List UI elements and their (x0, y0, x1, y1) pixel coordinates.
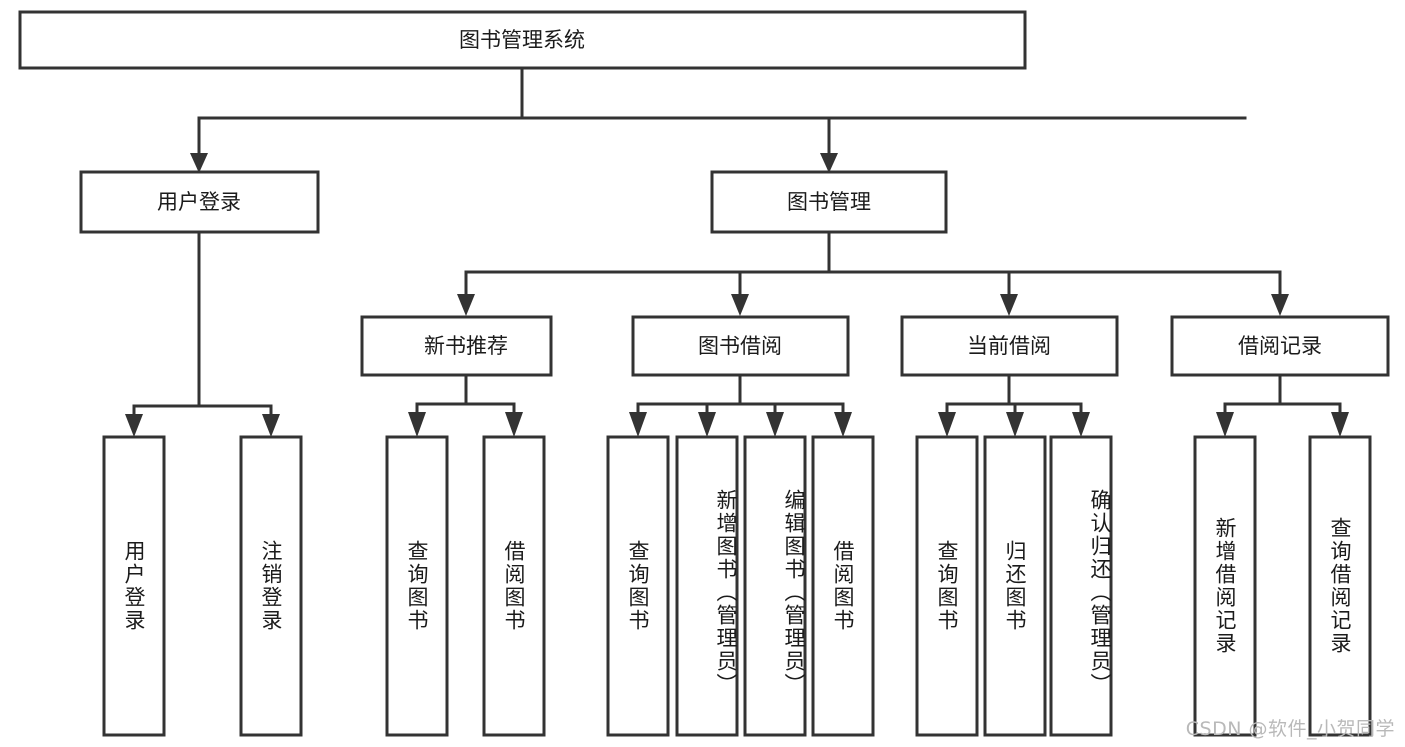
node-new-book-recommend-box[interactable] (360, 315, 553, 377)
node-book-management[interactable]: 图书管理 (710, 170, 948, 234)
node-book-borrow-box[interactable] (631, 315, 850, 377)
arrow-user-login-leaf2 (262, 414, 280, 437)
arrow-to-current (1000, 294, 1018, 316)
arrow-records-leaf1 (1216, 412, 1234, 437)
node-current-borrow-box[interactable] (900, 315, 1119, 377)
arrow-records-leaf2 (1331, 412, 1349, 437)
node-borrow-records[interactable]: 借阅记录 (1170, 315, 1390, 377)
node-root[interactable]: 图书管理系统 (18, 10, 1027, 70)
arrow-borrow-leaf1 (629, 412, 647, 437)
leaf-box-records-1[interactable] (1193, 435, 1257, 737)
connectors-root-to-level2 (190, 66, 1247, 173)
leaf-box-user-login-2[interactable] (239, 435, 303, 737)
leaf-box-records-2[interactable] (1308, 435, 1372, 737)
arrow-current-leaf2 (1006, 412, 1024, 437)
arrow-to-records (1271, 294, 1289, 316)
node-book-borrow[interactable]: 图书借阅 (631, 315, 850, 377)
node-book-borrow-label: 图书借阅 (698, 334, 782, 358)
connectors-current-to-leaves (938, 373, 1090, 437)
leaf-box-current-3[interactable] (1049, 435, 1113, 737)
node-new-book-recommend-label: 新书推荐 (424, 334, 508, 358)
node-user-login-label: 用户登录 (157, 190, 241, 214)
leaf-box-new-book-1[interactable] (385, 435, 449, 737)
node-root-label: 图书管理系统 (459, 28, 585, 52)
node-current-borrow[interactable]: 当前借阅 (900, 315, 1119, 377)
connectors-records-to-leaves (1216, 373, 1349, 437)
node-user-login-box[interactable] (79, 170, 320, 234)
node-current-borrow-label: 当前借阅 (967, 334, 1051, 358)
leaf-box-current-1[interactable] (915, 435, 979, 737)
node-new-book-recommend[interactable]: 新书推荐 (360, 315, 553, 377)
arrow-borrow-leaf4 (834, 412, 852, 437)
arrow-current-leaf1 (938, 412, 956, 437)
leaf-box-user-login-1[interactable] (102, 435, 166, 737)
connectors-borrow-to-leaves (629, 373, 852, 437)
arrow-borrow-leaf2 (698, 412, 716, 437)
leaf-box-current-2[interactable] (983, 435, 1047, 737)
node-root-box[interactable] (18, 10, 1027, 70)
connectors-new-book-to-leaves (408, 373, 523, 437)
arrow-borrow-leaf3 (766, 412, 784, 437)
arrow-to-user-login (190, 153, 208, 173)
arrow-user-login-leaf1 (125, 414, 143, 437)
node-book-management-label: 图书管理 (787, 190, 871, 214)
arrow-new-book-leaf1 (408, 412, 426, 437)
arrow-to-new-book (457, 294, 475, 316)
arrow-to-borrow (731, 294, 749, 316)
node-borrow-records-label: 借阅记录 (1238, 334, 1322, 358)
node-user-login[interactable]: 用户登录 (79, 170, 320, 234)
leaf-box-borrow-1[interactable] (606, 435, 670, 737)
arrow-to-book-mgmt (820, 153, 838, 173)
arrow-new-book-leaf2 (505, 412, 523, 437)
leaf-box-borrow-2[interactable] (675, 435, 739, 737)
node-borrow-records-box[interactable] (1170, 315, 1390, 377)
watermark-text: CSDN @软件_小贺同学 (1185, 718, 1395, 740)
leaf-box-borrow-4[interactable] (811, 435, 875, 737)
leaf-box-borrow-3[interactable] (743, 435, 807, 737)
arrow-current-leaf3 (1072, 412, 1090, 437)
leaf-box-new-book-2[interactable] (482, 435, 546, 737)
node-book-management-box[interactable] (710, 170, 948, 234)
connectors-user-login-to-leaves (125, 230, 280, 437)
connectors-book-mgmt-to-level3 (457, 230, 1289, 316)
